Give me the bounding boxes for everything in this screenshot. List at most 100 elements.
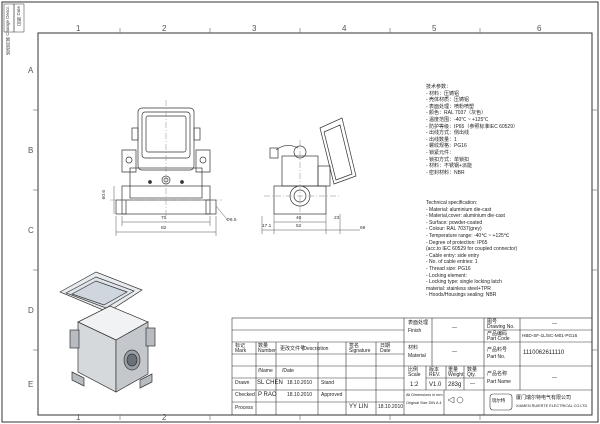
spec-cn-line: - 材料：不锈钢+派能	[426, 163, 472, 170]
zone-bottom-2: 2	[162, 413, 167, 422]
dim-82: 82	[161, 226, 167, 231]
spec-cn-line: - 壳体材质：压铸铝	[426, 97, 470, 104]
spec-cn-line: - 颜色：RAL 7037（灰色）	[426, 110, 487, 117]
finish-label-cn: 表面处理	[408, 320, 429, 326]
spec-en-line: - Degree of protection: IP65	[426, 239, 488, 246]
zone-top-5: 5	[432, 24, 437, 33]
zone-left-d: D	[28, 306, 34, 315]
spec-cn-line: - 表面处理：喷粉喷塑	[426, 103, 475, 110]
col-change-en: /Description	[302, 346, 329, 352]
dims-note-2: Original Size DIN A 4	[406, 401, 442, 405]
partcode-value: HBD-SF-1L/SC-M01-PG16	[522, 333, 578, 338]
dim-69: 69	[360, 226, 366, 231]
company-name-cn: 厦门瑞尔特电气有限公司	[516, 395, 572, 401]
col-num-cn: 数量	[258, 343, 269, 349]
weight-label-en: Weight	[448, 372, 464, 378]
company-name-en: XIAMEN RUIERTE ELECTRICAL CO.LTD	[516, 404, 588, 408]
title-block-grid	[231, 317, 593, 416]
spec-en-line: (acc.to IEC 60529 for coupled connector)	[426, 246, 518, 253]
spec-cn-line: - 螺纹规格：PG16	[426, 143, 467, 150]
zone-top-4: 4	[342, 24, 347, 33]
spec-cn-line: - 材料：压铸铝	[426, 90, 460, 97]
col-sig-cn: 签名	[349, 343, 360, 349]
approved-label: Approved	[321, 392, 343, 398]
material-value: —	[452, 349, 457, 355]
stand-label: Stand	[321, 380, 335, 386]
spec-cn-line: - 出线方式：侧出线	[426, 130, 470, 137]
spec-cn-line: - 温度范围：-40℃ ~ +125℃	[426, 117, 489, 123]
rev-label-cn: 版本	[429, 367, 440, 373]
dim-52: 52	[296, 224, 302, 229]
spec-en-line: - Colour: RAL 7037(grey)	[426, 226, 482, 233]
dim-70: 70	[161, 216, 167, 221]
name-header: /Name	[258, 368, 273, 374]
spec-en-line: - Locking type: single locking latch	[426, 279, 502, 286]
spec-cn-line: 技术参数：	[426, 84, 452, 90]
dim-height: 60.6	[102, 190, 107, 200]
company-logo	[489, 393, 513, 411]
checked-label: Checked	[235, 392, 255, 398]
col-change-cn: 更改文件号	[280, 346, 306, 352]
dim-23: 23	[334, 216, 340, 221]
drawn-name: SL CHEN	[257, 380, 283, 386]
dim-17: 17.1	[262, 224, 272, 229]
finish-value: —	[452, 325, 457, 331]
logo-text: 瑞尔特	[492, 398, 506, 403]
process-label: Process	[235, 405, 254, 411]
spec-en-line: material: stainless steel+TPR	[426, 285, 491, 292]
zone-top-1: 1	[76, 24, 81, 33]
spec-en-line: Technical specification:	[426, 200, 478, 206]
zone-bottom-1: 1	[76, 413, 81, 422]
change-description-label: 修改内容 Change Descr.	[5, 6, 10, 56]
spec-en-line: - Temperature range: -40℃ ~ +125℃	[426, 233, 510, 239]
spec-cn-line: - 出线数量：1	[426, 136, 457, 143]
spec-en-line: - Cable entry: side entry	[426, 252, 480, 259]
col-date-en: Date	[380, 348, 391, 354]
drawing-label-cn: 图号	[487, 319, 498, 325]
dim-40: 40	[296, 216, 302, 221]
qty-value: —	[470, 381, 475, 387]
isometric-view	[59, 271, 156, 393]
spec-en-line: - Surface: powder-coated	[426, 219, 483, 226]
qty-label-cn: 数量	[467, 367, 478, 373]
front-view	[110, 100, 222, 222]
spec-cn-line: - 防护等级：IP65（参照标准IEC 60529）	[426, 123, 518, 130]
spec-en-line: - Hoods/Housings sealing: NBR	[426, 292, 497, 299]
partno-value: 1110062611110	[523, 350, 565, 356]
drawn-date: 18.10.2010	[287, 380, 313, 386]
zone-left-b: B	[28, 146, 34, 155]
dims-note-1: All Dimensions in mm	[406, 393, 443, 397]
zone-top-3: 3	[252, 24, 257, 33]
partcode-label-cn: 产品编码	[487, 331, 508, 337]
zone-left-e: E	[28, 380, 34, 389]
spec-cn-line: - 锁紧元件：	[426, 150, 455, 156]
spec-cn-line: - 锁扣方式：单锁扣	[426, 156, 470, 163]
col-sig-en: Signature	[349, 348, 371, 354]
dim-6-5: Φ6.5	[226, 218, 237, 223]
spec-en-line: - Locking element:	[426, 272, 467, 279]
checked-name: P RAO	[258, 392, 277, 398]
spec-en-line: - Material,cover: aluminium die-cast	[426, 213, 505, 220]
partcode-label-en: Part Code	[487, 336, 510, 342]
drawing-value: —	[552, 321, 557, 327]
rev-value: V1.0	[429, 382, 442, 388]
change-date-label: 日期 Date	[16, 6, 21, 26]
weight-value: 283g	[448, 382, 462, 388]
checked-date: 18.10.2010	[287, 392, 313, 398]
material-label-en: Material	[408, 353, 426, 359]
approved-name: YY LIN	[349, 404, 368, 410]
spec-en-line: - No. of cable entries: 1	[426, 259, 478, 266]
col-mark-en: Mark	[235, 348, 247, 354]
zone-left-c: C	[28, 226, 34, 235]
finish-label-en: Finish	[408, 328, 422, 334]
spec-en-line: - Thread size: PG16	[426, 266, 471, 272]
date-header: /Date	[282, 368, 294, 374]
scale-label-cn: 比例	[408, 367, 419, 373]
zone-left-a: A	[28, 66, 34, 75]
approved-date: 18.10.2010	[378, 404, 404, 410]
partno-label-en: Part No.	[487, 354, 506, 360]
col-mark-cn: 标记	[235, 343, 246, 349]
scale-value: 1:2	[410, 382, 419, 388]
partname-label-en: Part Name	[487, 379, 511, 385]
